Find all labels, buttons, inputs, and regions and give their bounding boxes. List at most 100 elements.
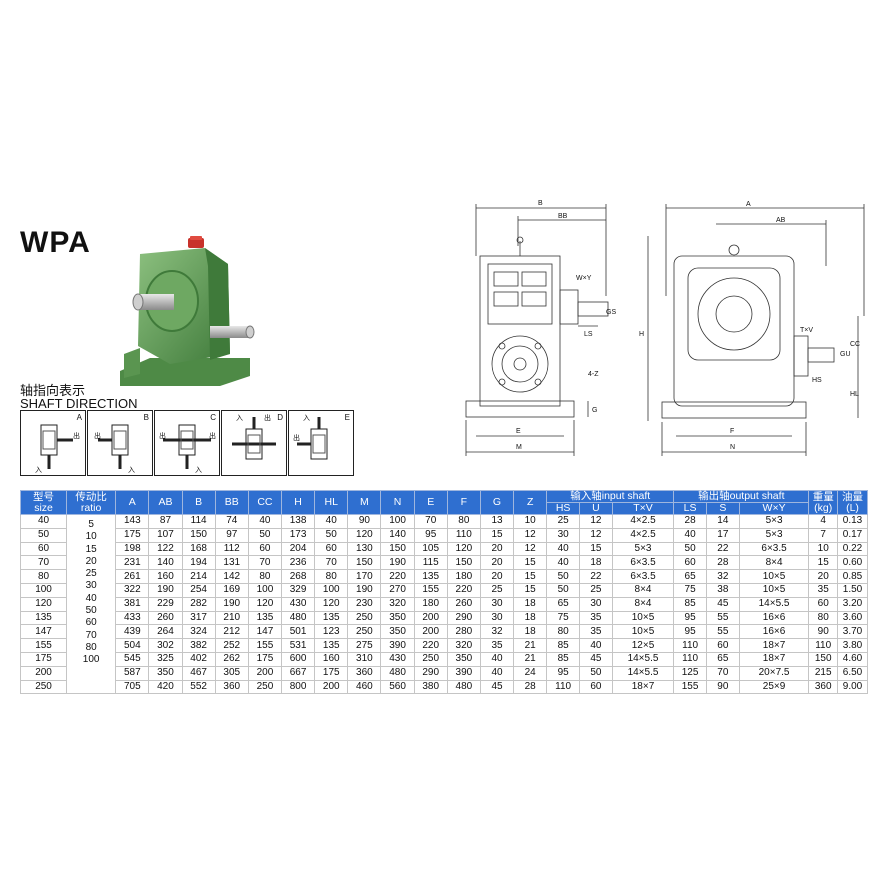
header-col: H — [280, 490, 316, 515]
table-cell: 175 — [247, 651, 283, 667]
table-cell: 143 — [115, 514, 150, 529]
table-cell: 0.17 — [837, 527, 868, 543]
table-cell: 290 — [446, 610, 481, 626]
front-view-drawing: A AB T×V GU CC HS HL H F N — [639, 201, 865, 456]
table-cell: 7 — [808, 527, 839, 543]
table-cell: 70 — [413, 514, 448, 529]
table-cell: 38 — [705, 582, 740, 598]
table-cell: 3.70 — [837, 624, 868, 640]
table-cell: 150 — [808, 651, 839, 667]
shaft-direction-c-letter: C — [210, 413, 216, 422]
header-col: G — [479, 490, 515, 515]
table-cell: 65 — [705, 651, 740, 667]
table-cell: 155 — [413, 582, 448, 598]
table-cell: 50 — [247, 527, 283, 543]
table-cell: 95 — [673, 610, 707, 626]
table-cell: 60 — [247, 541, 283, 557]
table-cell: 4.60 — [837, 651, 868, 667]
table-cell: 21 — [513, 638, 548, 653]
dim-ab: AB — [776, 217, 786, 224]
table-cell: 74 — [214, 514, 249, 529]
table-cell: 28 — [673, 514, 707, 529]
table-cell: 3.60 — [837, 610, 868, 626]
table-subheader-row: HS U T×V LS S W×Y — [21, 502, 868, 515]
header-ls: LS — [673, 502, 707, 515]
shaft-out-label: 出 — [94, 433, 101, 440]
table-cell: 60 — [579, 679, 613, 695]
table-cell: 10×5 — [738, 569, 810, 584]
table-cell: 40 — [546, 541, 581, 557]
size-cell: 155 — [19, 638, 68, 653]
dim-gs: GS — [606, 309, 616, 316]
table-cell: 250 — [347, 624, 382, 640]
header-oil: 油量 (L) — [837, 490, 868, 515]
shaft-out-label: 出 — [264, 415, 271, 422]
ratio-value: 40 — [85, 592, 97, 604]
table-cell: 18 — [513, 624, 548, 640]
header-col: CC — [247, 490, 283, 515]
gearbox-image — [120, 236, 255, 386]
table-cell: 8×4 — [738, 555, 810, 571]
table-cell: 6×3.5 — [611, 555, 675, 571]
table-cell: 169 — [214, 582, 249, 598]
table-cell: 501 — [280, 624, 316, 640]
shaft-in-label: 入 — [35, 467, 42, 474]
table-cell: 12 — [513, 527, 548, 543]
table-cell: 15 — [513, 582, 548, 598]
table-cell: 15 — [513, 569, 548, 584]
shaft-direction-e-letter: E — [344, 413, 350, 422]
table-cell: 214 — [181, 569, 216, 584]
header-input-shaft: 输入轴input shaft — [546, 490, 675, 503]
table-cell: 45 — [579, 651, 613, 667]
table-cell: 150 — [347, 555, 382, 571]
table-cell: 90 — [808, 624, 839, 640]
table-cell: 110 — [673, 651, 707, 667]
table-cell: 20×7.5 — [738, 665, 810, 681]
table-cell: 130 — [347, 541, 382, 557]
header-col: Z — [513, 490, 548, 515]
table-cell: 14×5.5 — [611, 665, 675, 681]
shaft-direction-d-icon — [232, 417, 276, 460]
table-cell: 35 — [579, 624, 613, 640]
table-cell: 667 — [280, 665, 316, 681]
header-ratio: 传动比 ratio — [66, 490, 117, 515]
size-cell: 80 — [19, 569, 68, 584]
table-cell: 17 — [705, 527, 740, 543]
table-cell: 236 — [280, 555, 316, 571]
ratio-value: 20 — [85, 555, 97, 567]
table-cell: 433 — [115, 610, 150, 626]
table-cell: 55 — [705, 624, 740, 640]
table-cell: 12×5 — [611, 638, 675, 653]
shaft-direction-label-cn: 轴指向表示 — [20, 383, 86, 398]
table-cell: 100 — [314, 582, 349, 598]
ratio-value: 80 — [85, 641, 97, 653]
table-cell: 231 — [115, 555, 150, 571]
table-cell: 30 — [579, 596, 613, 612]
table-cell: 4×2.5 — [611, 514, 675, 529]
shaft-direction-a: A 出 入 — [20, 410, 86, 476]
shaft-direction-b-letter: B — [143, 413, 149, 422]
table-cell: 135 — [314, 638, 349, 653]
table-cell: 40 — [546, 555, 581, 571]
ratio-value: 60 — [85, 617, 97, 629]
table-cell: 198 — [115, 541, 150, 557]
table-cell: 70 — [314, 555, 349, 571]
table-cell: 70 — [247, 555, 283, 571]
table-cell: 4 — [808, 514, 839, 529]
table-cell: 40 — [479, 651, 515, 667]
table-cell: 140 — [380, 527, 415, 543]
table-cell: 252 — [214, 638, 249, 653]
table-cell: 229 — [148, 596, 183, 612]
table-cell: 254 — [181, 582, 216, 598]
table-cell: 75 — [546, 610, 581, 626]
table-cell: 170 — [347, 569, 382, 584]
header-col: M — [347, 490, 382, 515]
table-cell: 480 — [380, 665, 415, 681]
table-cell: 220 — [413, 638, 448, 653]
table-cell: 50 — [546, 569, 581, 584]
